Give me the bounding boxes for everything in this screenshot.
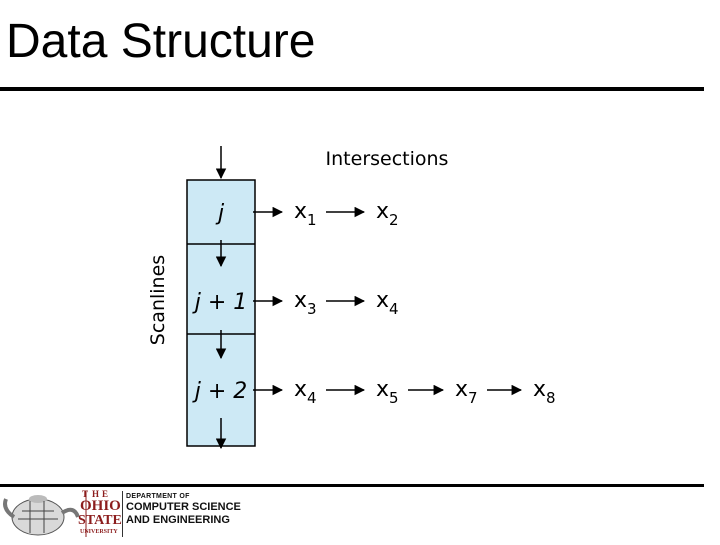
scanline-column <box>186 179 256 447</box>
logo-divider <box>122 491 123 537</box>
scanline-label: j <box>215 201 225 226</box>
intersection-node: x5 <box>376 377 399 407</box>
intersection-node: x2 <box>376 199 399 229</box>
osu-word-university: UNIVERSITY <box>80 529 118 535</box>
osu-letter-t: T <box>82 489 89 499</box>
dept-line-1: DEPARTMENT OF <box>126 493 190 500</box>
intersection-node: x4 <box>376 288 399 318</box>
title-divider <box>0 87 704 91</box>
intersection-node: x7 <box>455 377 478 407</box>
osu-letter-h: H <box>92 489 100 499</box>
osu-cse-logo: T H E OHIO STATE UNIVERSITY <box>0 487 230 540</box>
intersection-node: x4 <box>294 377 317 407</box>
department-name: DEPARTMENT OF COMPUTER SCIENCE AND ENGIN… <box>126 492 241 527</box>
dept-line-2: COMPUTER SCIENCE <box>126 501 241 513</box>
intersection-node: x8 <box>533 377 556 407</box>
teapot-logo-icon <box>0 487 120 540</box>
dept-line-3: AND ENGINEERING <box>126 514 230 526</box>
osu-word-ohio: OHIO <box>80 498 121 514</box>
slide-title: Data Structure <box>6 15 316 68</box>
scanlines-label: Scanlines <box>147 255 169 345</box>
scanline-label: j + 1 <box>192 290 248 315</box>
scanline-label: j + 2 <box>192 379 248 404</box>
osu-letter-e: E <box>102 489 109 499</box>
intersection-node: x1 <box>294 199 317 229</box>
footer-divider <box>0 484 704 487</box>
intersections-label: Intersections <box>326 148 449 170</box>
osu-word-state: STATE <box>78 513 122 528</box>
intersection-node: x3 <box>294 288 317 318</box>
